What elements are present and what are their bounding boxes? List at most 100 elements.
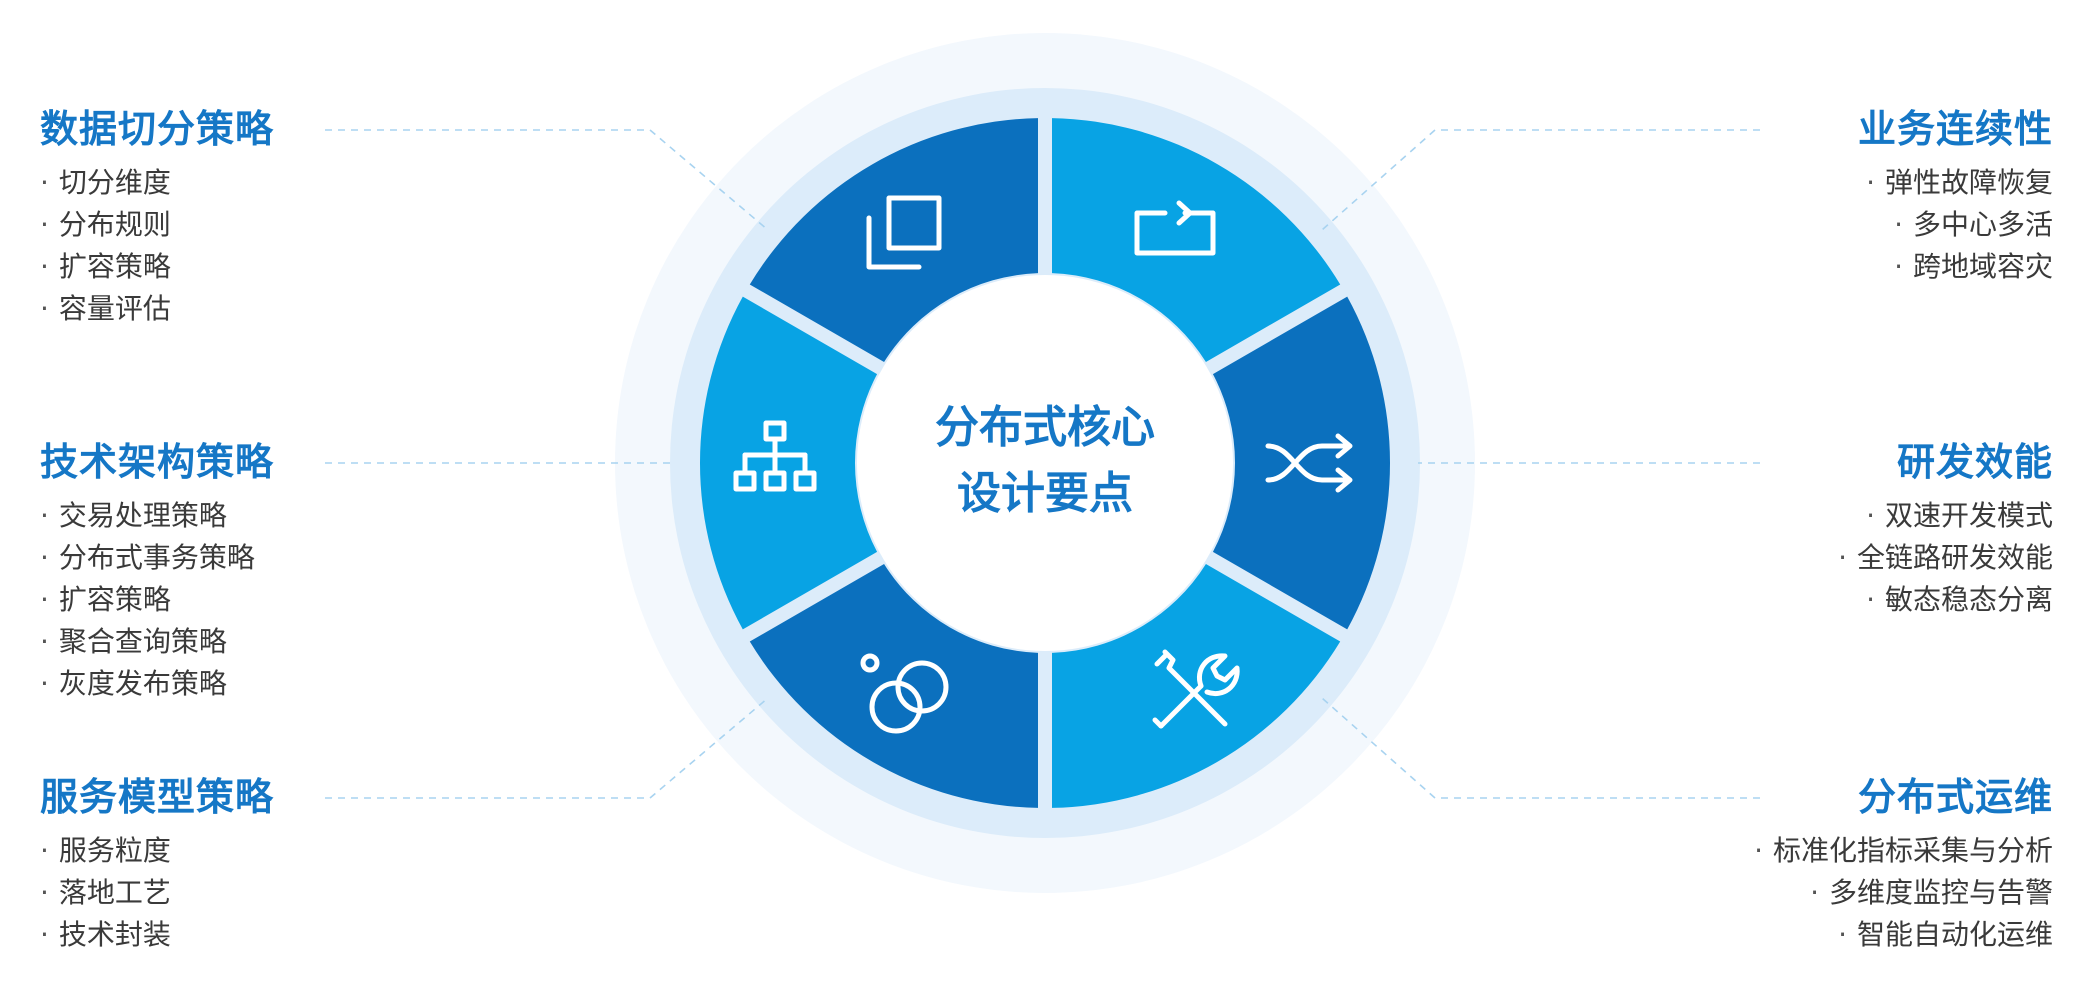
bullet: · <box>40 208 49 241</box>
bullet: · <box>40 876 49 909</box>
list-item: · 技术封装 <box>40 914 560 956</box>
item-list: · 双速开发模式 · 全链路研发效能 · 敏态稳态分离 <box>1533 495 2053 621</box>
bullet: · <box>40 583 49 616</box>
connector-biz-continuity <box>1321 129 1760 231</box>
shuffle-icon <box>1265 433 1353 493</box>
group-biz-continuity: 业务连续性 · 弹性故障恢复 · 多中心多活 · 跨地域容灾 <box>1533 106 2053 288</box>
item-text: 切分维度 <box>58 166 171 199</box>
segment-crop <box>749 118 1039 363</box>
bullet: · <box>1866 499 1875 532</box>
center-title-line1: 分布式核心 <box>935 402 1155 453</box>
list-item: · 智能自动化运维 <box>1533 914 2053 956</box>
bullet: · <box>40 292 49 325</box>
list-item: · 灰度发布策略 <box>40 663 560 705</box>
list-item: · 敏态稳态分离 <box>1533 579 2053 621</box>
connector-data-split <box>325 129 769 231</box>
circles-icon <box>860 653 949 734</box>
group-title: 技术架构策略 <box>40 440 275 484</box>
list-item: · 弹性故障恢复 <box>1533 162 2053 204</box>
segment-shuffle <box>1212 296 1391 630</box>
group-data-split: 数据切分策略 · 切分维度 · 分布规则 · 扩容策略 · 容量评估 <box>40 106 560 330</box>
bullet: · <box>40 166 49 199</box>
item-text: 扩容策略 <box>58 583 171 616</box>
segment-tools <box>1051 563 1341 808</box>
hierarchy-icon <box>733 420 817 492</box>
list-item: · 双速开发模式 <box>1533 495 2053 537</box>
group-title: 分布式运维 <box>1857 775 2053 819</box>
item-text: 多维度监控与告警 <box>1828 876 2053 909</box>
bullet: · <box>40 625 49 658</box>
item-text: 智能自动化运维 <box>1856 918 2053 951</box>
list-item: · 扩容策略 <box>40 246 560 288</box>
bullet: · <box>40 918 49 951</box>
bullet: · <box>40 834 49 867</box>
item-text: 技术封装 <box>58 918 171 951</box>
list-item: · 聚合查询策略 <box>40 621 560 663</box>
item-text: 弹性故障恢复 <box>1884 166 2053 199</box>
item-list: · 交易处理策略 · 分布式事务策略 · 扩容策略 · 聚合查询策略 · 灰度发布策略 <box>40 495 560 705</box>
list-item: · 跨地域容灾 <box>1533 246 2053 288</box>
item-list: · 标准化指标采集与分析 · 多维度监控与告警 · 智能自动化运维 <box>1533 830 2053 956</box>
group-title: 服务模型策略 <box>40 775 275 819</box>
connector-dist-ops <box>1321 697 1760 799</box>
list-item: · 扩容策略 <box>40 579 560 621</box>
loop-arrow-icon <box>1134 200 1216 256</box>
list-item: · 多维度监控与告警 <box>1533 872 2053 914</box>
list-item: · 容量评估 <box>40 288 560 330</box>
item-text: 扩容策略 <box>58 250 171 283</box>
group-service-model: 服务模型策略 · 服务粒度 · 落地工艺 · 技术封装 <box>40 774 560 956</box>
item-text: 全链路研发效能 <box>1856 541 2053 574</box>
item-text: 双速开发模式 <box>1884 499 2053 532</box>
center-disc <box>857 275 1233 651</box>
group-tech-arch: 技术架构策略 · 交易处理策略 · 分布式事务策略 · 扩容策略 · 聚合查询策略 · 灰… <box>40 439 560 705</box>
item-text: 灰度发布策略 <box>58 667 227 700</box>
item-list: · 弹性故障恢复 · 多中心多活 · 跨地域容灾 <box>1533 162 2053 288</box>
list-item: · 多中心多活 <box>1533 204 2053 246</box>
item-text: 分布规则 <box>58 208 171 241</box>
list-item: · 服务粒度 <box>40 830 560 872</box>
list-item: · 分布规则 <box>40 204 560 246</box>
bullet: · <box>1894 250 1903 283</box>
segment-loop-arrow <box>1051 118 1341 363</box>
group-dist-ops: 分布式运维 · 标准化指标采集与分析 · 多维度监控与告警 · 智能自动化运维 <box>1533 774 2053 956</box>
item-list: · 切分维度 · 分布规则 · 扩容策略 · 容量评估 <box>40 162 560 330</box>
bullet: · <box>1810 876 1819 909</box>
tools-icon <box>1152 649 1240 729</box>
bullet: · <box>1866 583 1875 616</box>
item-text: 服务粒度 <box>58 834 171 867</box>
bullet: · <box>40 250 49 283</box>
group-title: 数据切分策略 <box>40 107 275 151</box>
item-text: 分布式事务策略 <box>58 541 255 574</box>
bullet: · <box>1754 834 1763 867</box>
center-title-line2: 设计要点 <box>957 468 1133 519</box>
bullet: · <box>1838 918 1847 951</box>
center-title: 分布式核心 设计要点 <box>880 395 1210 527</box>
item-text: 交易处理策略 <box>58 499 227 532</box>
item-text: 跨地域容灾 <box>1912 250 2053 283</box>
connector-service-model <box>325 697 769 799</box>
bullet: · <box>1838 541 1847 574</box>
bullet: · <box>40 541 49 574</box>
connector-lines <box>325 129 1760 799</box>
bullet: · <box>40 667 49 700</box>
list-item: · 交易处理策略 <box>40 495 560 537</box>
group-title: 业务连续性 <box>1857 107 2053 151</box>
bullet: · <box>1866 166 1875 199</box>
bullet: · <box>40 499 49 532</box>
segment-circles <box>749 563 1039 808</box>
group-title: 研发效能 <box>1896 440 2053 484</box>
list-item: · 全链路研发效能 <box>1533 537 2053 579</box>
group-dev-efficiency: 研发效能 · 双速开发模式 · 全链路研发效能 · 敏态稳态分离 <box>1533 439 2053 621</box>
item-text: 多中心多活 <box>1912 208 2053 241</box>
segment-hierarchy <box>699 296 878 630</box>
item-text: 容量评估 <box>58 292 171 325</box>
item-text: 标准化指标采集与分析 <box>1772 834 2053 867</box>
item-text: 敏态稳态分离 <box>1884 583 2053 616</box>
list-item: · 标准化指标采集与分析 <box>1533 830 2053 872</box>
bullet: · <box>1894 208 1903 241</box>
item-text: 聚合查询策略 <box>58 625 227 658</box>
item-text: 落地工艺 <box>58 876 171 909</box>
list-item: · 切分维度 <box>40 162 560 204</box>
